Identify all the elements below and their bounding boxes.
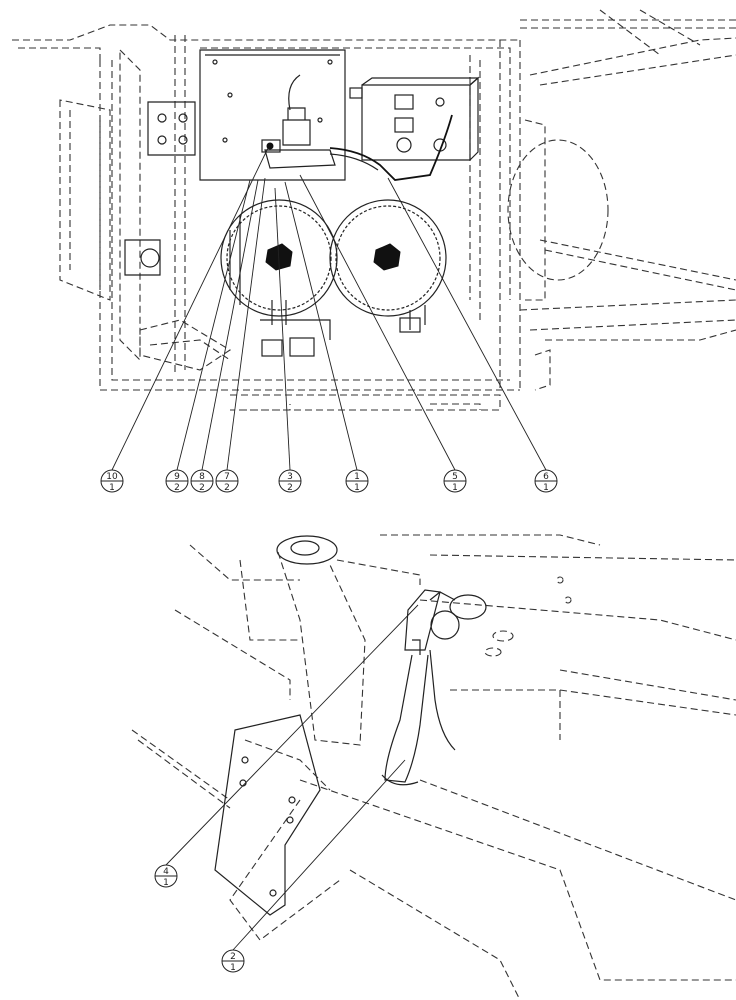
callout-bubble-item-4: 41 [154,864,178,888]
callout-item-number: 7 [224,472,230,482]
air-line [329,114,453,181]
callout-bubble-item-10: 101 [100,469,124,493]
callout-bubble-item-9: 92 [165,469,189,493]
valve-block [349,76,480,161]
callout-quantity: 2 [174,483,180,493]
lower-leader-lines [165,604,419,951]
upper-frame-structure [12,9,736,411]
air-tank-left [220,199,338,325]
callout-quantity: 1 [452,483,458,493]
mounting-plate [199,49,346,181]
callout-quantity: 2 [224,483,230,493]
upper-leader-lines [111,147,547,471]
callout-bubble-item-6: 61 [534,469,558,493]
callout-quantity: 1 [109,483,115,493]
callout-item-number: 5 [452,472,458,482]
lower-fittings [260,317,421,357]
callout-quantity: 1 [230,963,236,973]
callout-bubble-item-7: 72 [215,469,239,493]
left-bracket-block [124,101,196,276]
callout-item-number: 3 [287,472,293,482]
callout-quantity: 1 [163,878,169,888]
callout-item-number: 1 [354,472,360,482]
pressure-switch [261,74,336,169]
callout-item-number: 9 [174,472,180,482]
air-horn [381,589,487,786]
callout-quantity: 1 [354,483,360,493]
callout-item-number: 2 [230,952,236,962]
callout-bubble-item-5: 51 [443,469,467,493]
callout-item-number: 10 [106,472,118,482]
lower-assembly-view [131,534,736,1000]
upright-column [276,535,421,746]
air-tank-right [329,199,447,330]
upper-assembly-view [12,9,736,471]
callout-item-number: 8 [199,472,205,482]
callout-item-number: 4 [163,867,169,877]
chassis-frame [131,534,736,1000]
callout-quantity: 1 [543,483,549,493]
callout-quantity: 2 [199,483,205,493]
callout-quantity: 2 [287,483,293,493]
callout-bubble-item-8: 82 [190,469,214,493]
callout-bubble-item-3: 32 [278,469,302,493]
callout-bubble-item-1: 11 [345,469,369,493]
callout-item-number: 6 [543,472,549,482]
callout-bubble-item-2: 21 [221,949,245,973]
mounting-bracket [214,714,331,916]
